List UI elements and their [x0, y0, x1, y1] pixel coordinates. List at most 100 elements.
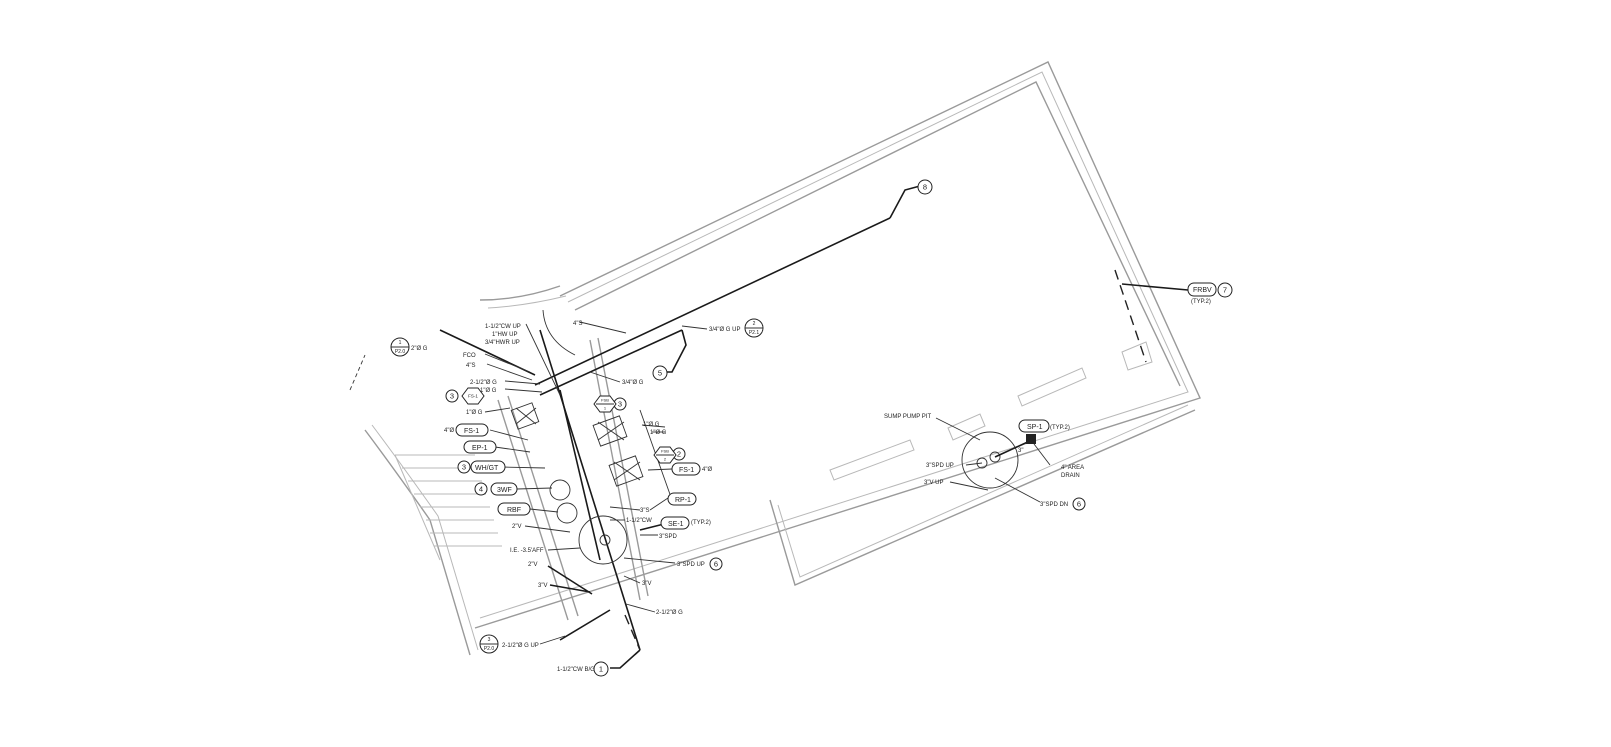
- frbv-leader: [1121, 283, 1189, 291]
- tag-se1: SE-1: [668, 521, 684, 528]
- right-drain: [1114, 269, 1147, 363]
- section-markers: 1 P2.0 2 P2.1 3 P2.0 FS-1 FSB 1 FSB 2: [390, 318, 764, 654]
- label-3-4-g-up: 3/4"Ø G UP: [709, 327, 740, 333]
- label-cw-below: 1-1/2"CW B/G: [557, 667, 595, 673]
- label-2g: 2"Ø G: [411, 346, 428, 352]
- label-2-1-2-g-up: 2-1/2"Ø G UP: [502, 643, 539, 649]
- label-3v-b: 3"V: [642, 581, 651, 587]
- sewage-pit: [578, 515, 628, 565]
- label-1g-mid: 1"Ø G: [643, 422, 660, 428]
- label-4d: 4"Ø: [444, 428, 454, 434]
- window-1: [829, 439, 915, 481]
- floor-sink-a: [592, 415, 628, 447]
- tag-sp1: SP-1: [1027, 424, 1043, 431]
- curved-wall: [479, 285, 561, 301]
- gas-branch-2: [660, 329, 687, 373]
- window-3: [947, 413, 986, 441]
- area-drain-symbol: [1026, 434, 1036, 444]
- tag-3wf: 3WF: [497, 487, 512, 494]
- pipe-labels: 3/4"Ø G UP 4"S 1-1/2"CW UP 1"HW UP 3/4"H…: [411, 299, 1211, 673]
- hex-b-bottom: 1: [604, 406, 607, 411]
- gas-main: [534, 217, 891, 386]
- label-4d-2: 4"Ø: [702, 467, 712, 473]
- section-a-top: 1: [399, 340, 402, 346]
- water-heater: [549, 479, 571, 501]
- inner-wall-2: [574, 81, 1181, 387]
- annex-wall: [769, 409, 1196, 586]
- keynote-3b: 3: [618, 400, 622, 409]
- label-3-4-g: 3/4"Ø G: [622, 380, 644, 386]
- equipment-tags: FS-1 EP-1 WH/GT 3WF RBF FS-1 RP-1 SE-1 S…: [455, 282, 1217, 530]
- left-vestibule-2: [371, 424, 479, 651]
- annex-wall-2: [777, 404, 1189, 578]
- vent-a: [547, 565, 593, 595]
- label-hw-up: 1"HW UP: [492, 332, 517, 338]
- label-2-1-2-g: 2-1/2"Ø G: [470, 380, 497, 386]
- tag-wh-gt: WH/GT: [475, 465, 499, 472]
- keynote-5: 5: [658, 369, 662, 378]
- section-c-bottom: P2.0: [484, 646, 495, 652]
- keynote-3c: 3: [462, 463, 466, 472]
- gas-riser: [889, 185, 921, 219]
- label-area-drain-1: 4" AREA: [1061, 465, 1084, 471]
- label-cw-up: 1-1/2"CW UP: [485, 324, 521, 330]
- keynote-8: 8: [923, 183, 927, 192]
- label-3spd-up-b: 3"SPD UP: [926, 463, 954, 469]
- curved-wall-2: [487, 295, 567, 309]
- label-1g: 1"Ø G: [480, 388, 497, 394]
- label-ie: I.E. -3.5'AFF: [510, 548, 544, 554]
- keynote-7: 7: [1223, 286, 1227, 295]
- label-3-small: 3": [1018, 448, 1023, 454]
- label-1g-left: 1"Ø G: [466, 410, 483, 416]
- cw-bottom: [559, 609, 611, 641]
- piping: [439, 185, 1189, 669]
- sewage-pump: [599, 534, 611, 546]
- label-typ2-c: (TYP.2): [1191, 299, 1211, 305]
- floor-sink-c: [510, 402, 540, 430]
- section-b-bottom: P2.1: [749, 330, 760, 336]
- door-swing: [542, 309, 576, 356]
- label-3v-up: 3"V UP: [924, 480, 943, 486]
- label-3s: 3"S: [640, 508, 649, 514]
- outer-wall: [474, 61, 1201, 629]
- keynotes: 1 2 3 3 3 4 5 6 6 7 8: [445, 179, 1233, 677]
- hex-b-top: FSB: [601, 398, 609, 403]
- label-3v: 3"V: [538, 583, 547, 589]
- mech-room-wall: [497, 337, 649, 621]
- keynote-3a: 3: [450, 392, 454, 401]
- cw-below-dashed: [624, 614, 641, 651]
- tag-fs1-b: FS-1: [679, 467, 694, 474]
- keynote-6a: 6: [714, 560, 718, 569]
- tag-rp1: RP-1: [675, 497, 691, 504]
- hex-fs1: FS-1: [468, 394, 478, 399]
- label-2-1-2-g-b: 2-1/2"Ø G: [656, 610, 683, 616]
- label-3spd-up: 3"SPD UP: [677, 562, 705, 568]
- label-2v: 2"V: [512, 524, 521, 530]
- expansion-tank: [556, 502, 578, 524]
- gas-branch: [539, 329, 683, 396]
- keynote-6b: 6: [1077, 500, 1081, 509]
- section-c-top: 3: [488, 637, 491, 643]
- label-sump-pump-pit: SUMP PUMP PIT: [884, 414, 931, 420]
- label-fco: FCO: [463, 353, 476, 359]
- tag-rbf: RBF: [507, 507, 521, 514]
- label-3spd: 3"SPD: [659, 534, 677, 540]
- stair: [394, 454, 502, 561]
- section-a-bottom: P2.0: [395, 349, 406, 355]
- label-4s: 4"S: [573, 321, 582, 327]
- vent-b: [549, 584, 591, 593]
- left-vestibule: [364, 429, 471, 656]
- hex-c-top: FSB: [661, 449, 669, 454]
- inner-wall: [479, 71, 1189, 619]
- window-2: [1017, 367, 1087, 407]
- sump-to-area-drain: [994, 439, 1033, 458]
- label-4s-2: 4"S: [466, 363, 475, 369]
- keynote-2: 2: [677, 450, 681, 459]
- keynote-4: 4: [479, 485, 483, 494]
- leader-lines: [484, 321, 1051, 645]
- label-1g-mid2: 1"Ø G: [650, 430, 667, 436]
- cw-vertical-2: [559, 389, 601, 561]
- sump-pump-a: [976, 457, 988, 469]
- hex-c-bottom: 2: [664, 457, 667, 462]
